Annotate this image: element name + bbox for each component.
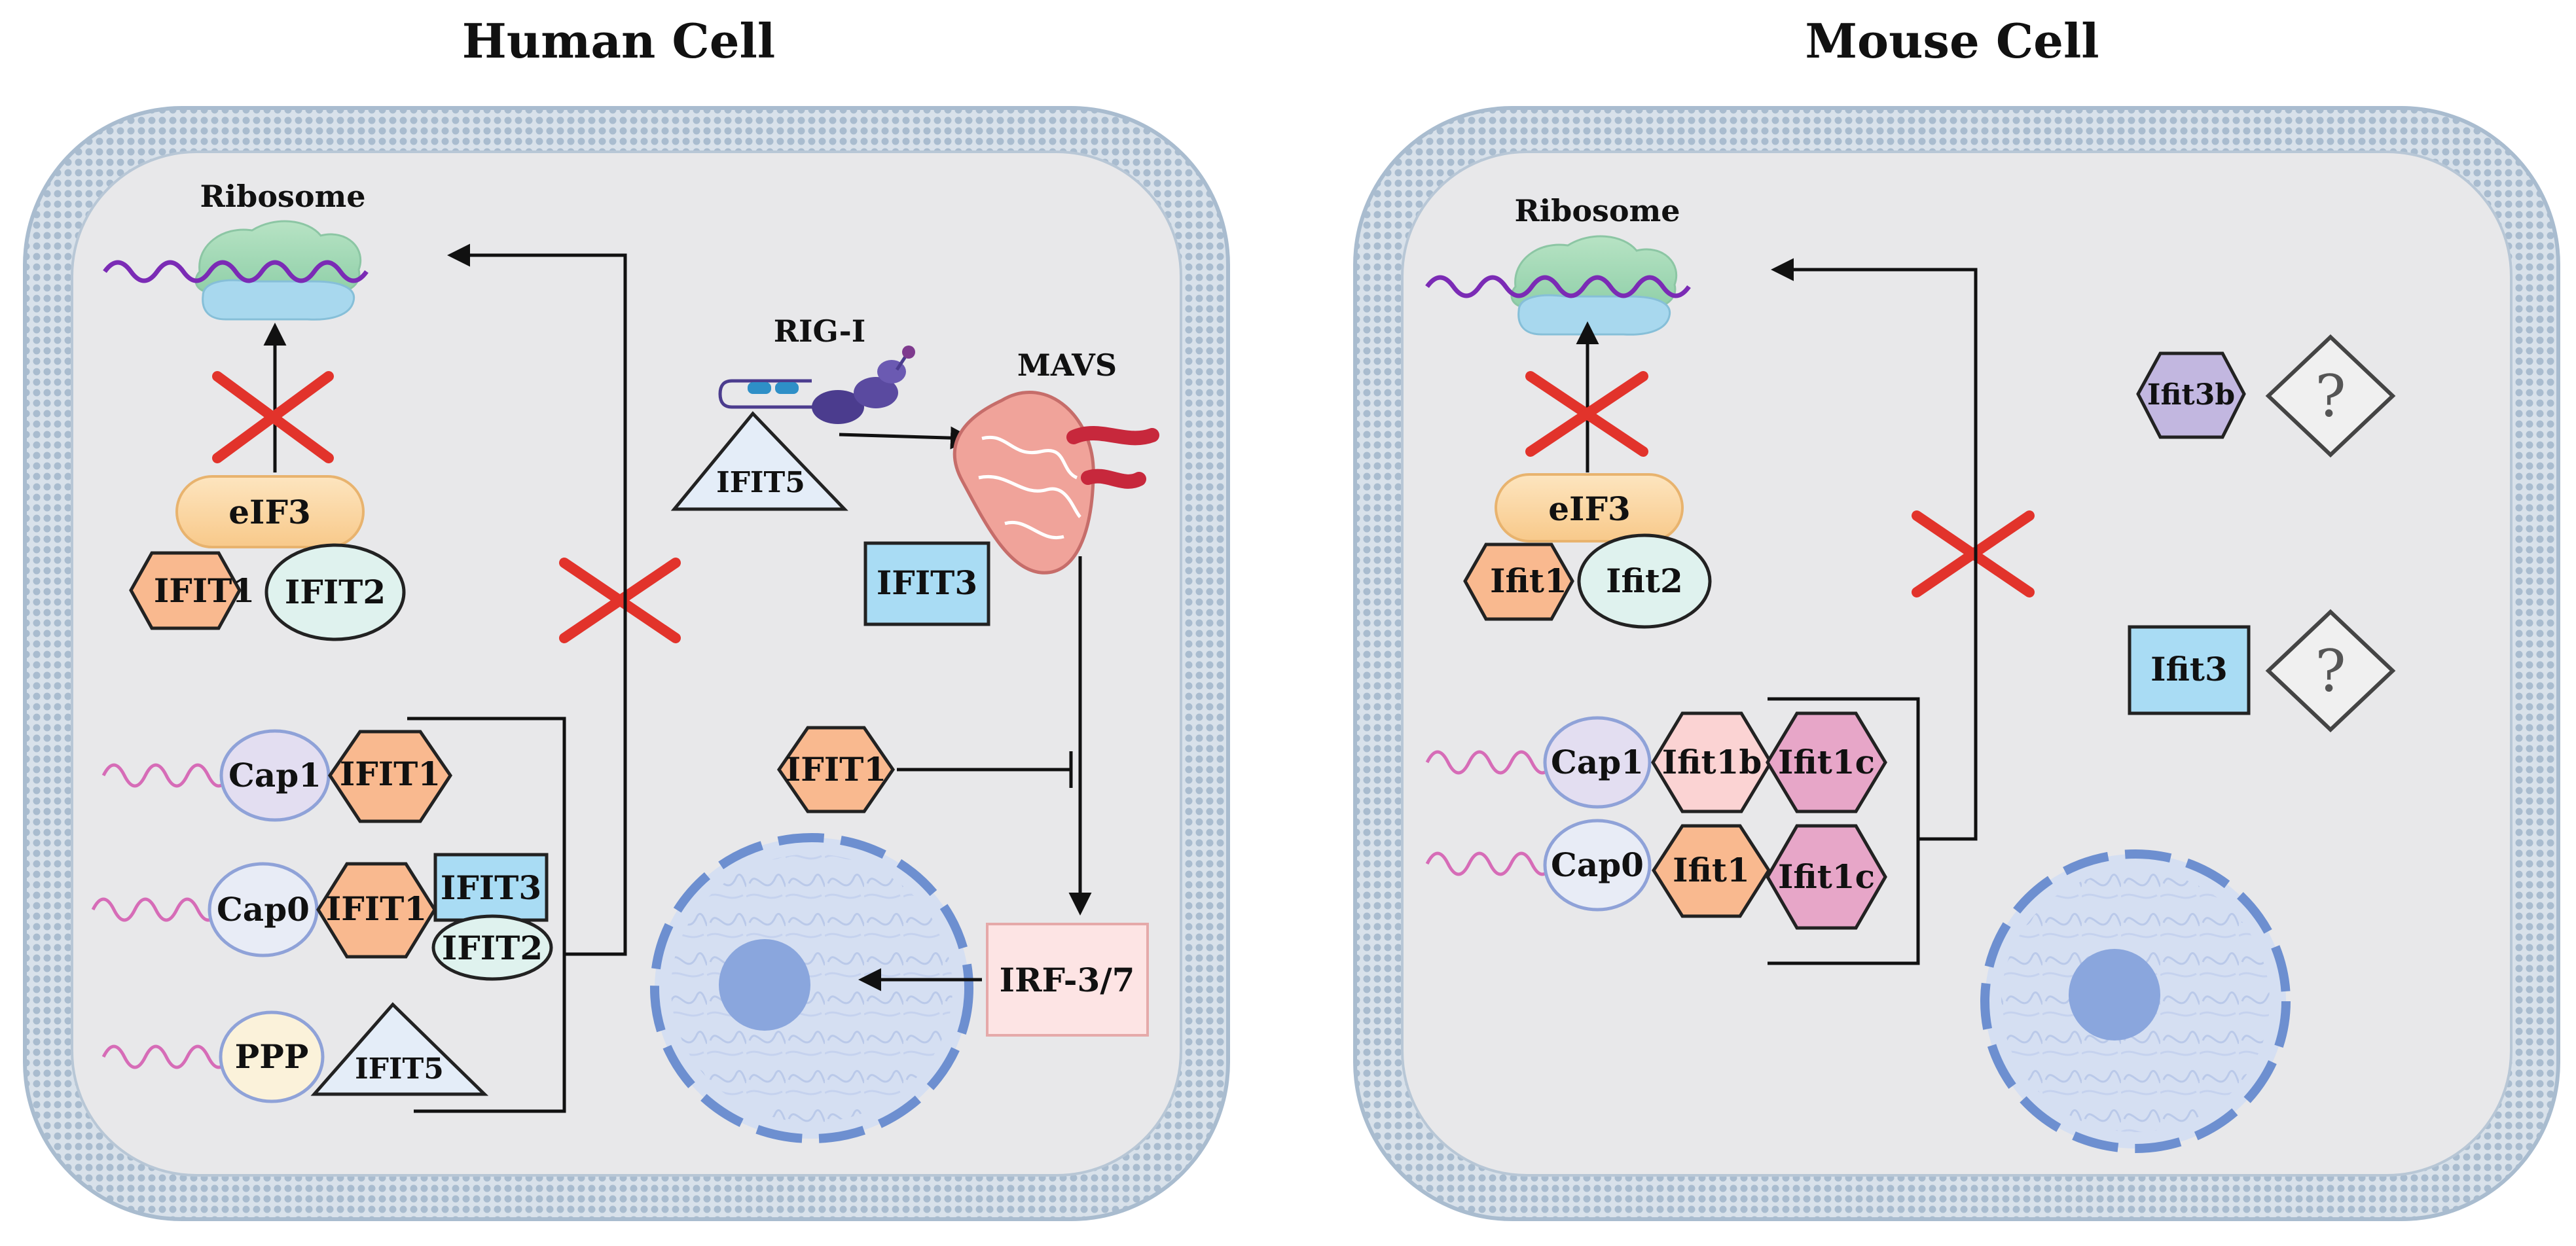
human-ifit2-complex-label: IFIT2 xyxy=(285,573,386,611)
human-rig-i-label: RIG-I xyxy=(774,313,866,349)
human-ppp xyxy=(219,1010,325,1103)
mouse-cap0 xyxy=(1543,819,1652,912)
mouse-cap0-ifit1c xyxy=(1766,824,1887,930)
human-irf xyxy=(986,923,1149,1037)
mouse-nucleus xyxy=(1980,849,2291,1153)
mouse-cap1-label: Cap1 xyxy=(1551,743,1644,781)
human-cell-title: Human Cell xyxy=(462,13,775,69)
human-cap1-ifit1-label: IFIT1 xyxy=(340,755,441,793)
human-cap0-ifit3 xyxy=(433,853,549,922)
human-cap1-label: Cap1 xyxy=(228,756,321,794)
mouse-ifit1-complex-label: Ifit1 xyxy=(1490,561,1567,600)
human-ifit1-complex xyxy=(129,551,242,630)
human-ifit2-complex xyxy=(264,543,406,641)
human-rig-ifit5 xyxy=(670,411,848,511)
mouse-ifit3b-unknown-label: ? xyxy=(2315,363,2346,430)
mouse-cell-title: Mouse Cell xyxy=(1805,13,2099,69)
human-cap-bracket xyxy=(407,717,566,1113)
mouse-cap1-ifit1b xyxy=(1651,711,1773,813)
mouse-ribosome-label: Ribosome xyxy=(1514,193,1680,228)
mouse-ifit3b-unknown xyxy=(2265,334,2396,458)
human-complex-to-ribosome-arrow xyxy=(447,243,627,956)
mouse-ifit3-unknown-label: ? xyxy=(2315,637,2346,705)
human-cap0-ifit2-label: IFIT2 xyxy=(442,929,543,967)
mouse-cap1-ifit1c-label: Ifit1c xyxy=(1778,743,1875,781)
mouse-ifit3b xyxy=(2136,351,2246,439)
mouse-ifit2-complex-label: Ifit2 xyxy=(1606,561,1683,600)
mouse-eif3 xyxy=(1495,473,1684,543)
mouse-cap-bracket xyxy=(1768,697,1920,965)
human-cell-panel: Human Cell Ribosome eIF3 IFIT1 IFIT2 xyxy=(23,13,1230,1221)
mouse-inhibit-x-complexes xyxy=(1912,510,2035,597)
human-ifit1-free xyxy=(776,726,896,813)
human-cap0-ifit2 xyxy=(431,914,553,981)
human-eif3 xyxy=(175,475,365,548)
human-ppp-ifit5 xyxy=(310,1002,489,1096)
mouse-ifit3b-label: Ifit3b xyxy=(2147,378,2235,412)
human-cap0-ifit3-label: IFIT3 xyxy=(441,868,541,907)
human-irf-label: IRF-3/7 xyxy=(1000,961,1135,999)
mouse-ifit1-complex xyxy=(1463,543,1574,621)
human-rig-ifit5-label: IFIT5 xyxy=(716,466,805,499)
human-nucleus xyxy=(650,833,973,1143)
mouse-cap1 xyxy=(1543,716,1652,809)
mouse-cap0-ifit1c-label: Ifit1c xyxy=(1778,857,1875,896)
human-cap0-label: Cap0 xyxy=(217,890,310,929)
mouse-cap1-ifit1c xyxy=(1766,711,1887,813)
mouse-inhibit-x-translation xyxy=(1525,371,1648,457)
mouse-ribosome xyxy=(1425,235,1691,336)
mouse-ifit3 xyxy=(2128,625,2251,715)
human-ppp-label: PPP xyxy=(235,1037,309,1076)
human-inhibit-x-complexes xyxy=(559,558,681,643)
human-cap1-ifit1 xyxy=(327,730,453,823)
human-mavs-label: MAVS xyxy=(1017,347,1117,383)
human-ifit3-mavs xyxy=(863,541,990,626)
mouse-cell-panel: Mouse Cell Ribosome eIF3 Ifit1 Ifit2 xyxy=(1353,13,2560,1221)
human-rig-to-mavs-arrow xyxy=(839,426,973,450)
human-cap0-ifit1 xyxy=(316,862,437,959)
human-ppp-rna xyxy=(101,1044,231,1069)
mouse-ifit3-unknown xyxy=(2265,609,2396,733)
mouse-cap0-ifit1 xyxy=(1652,824,1771,918)
mouse-cap1-ifit1b-label: Ifit1b xyxy=(1662,743,1762,781)
human-ifit1-complex-label: IFIT1 xyxy=(154,571,255,610)
human-inhibit-x-translation xyxy=(212,371,334,463)
human-cap0-ifit1-label: IFIT1 xyxy=(326,889,427,928)
mouse-ifit3-label: Ifit3 xyxy=(2150,650,2228,688)
human-eif3-label: eIF3 xyxy=(228,493,311,531)
human-mitochondrion xyxy=(952,391,1159,575)
human-ifit3-mavs-label: IFIT3 xyxy=(877,563,977,602)
mouse-complex-to-ribosome-arrow xyxy=(1771,258,1978,841)
human-ribosome-label: Ribosome xyxy=(200,179,365,214)
mouse-eif3-label: eIF3 xyxy=(1548,490,1631,528)
human-ifit1-free-label: IFIT1 xyxy=(786,750,886,789)
human-ribosome xyxy=(103,220,369,321)
mouse-cap0-ifit1-label: Ifit1 xyxy=(1673,851,1750,889)
mouse-cap0-label: Cap0 xyxy=(1551,846,1644,884)
human-ppp-ifit5-label: IFIT5 xyxy=(355,1052,444,1086)
mouse-ifit2-complex xyxy=(1577,533,1712,629)
human-rig-i xyxy=(718,346,915,424)
